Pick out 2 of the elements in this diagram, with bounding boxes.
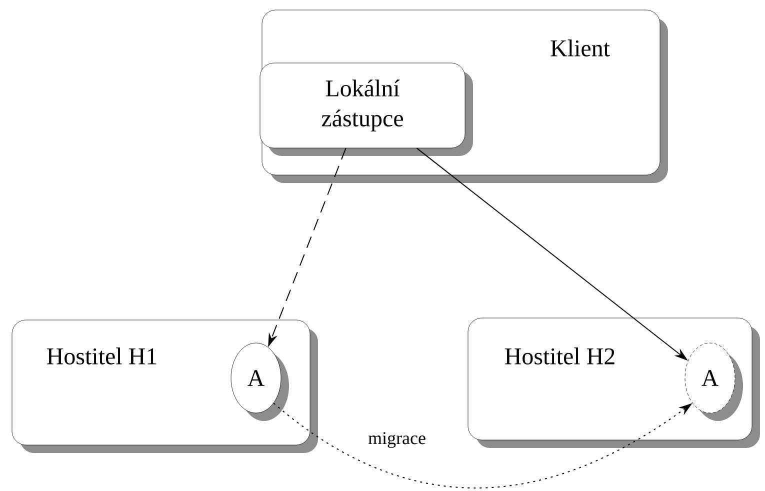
edge-label: migrace xyxy=(368,432,426,448)
proxy-box: Lokální zástupce xyxy=(260,62,473,156)
